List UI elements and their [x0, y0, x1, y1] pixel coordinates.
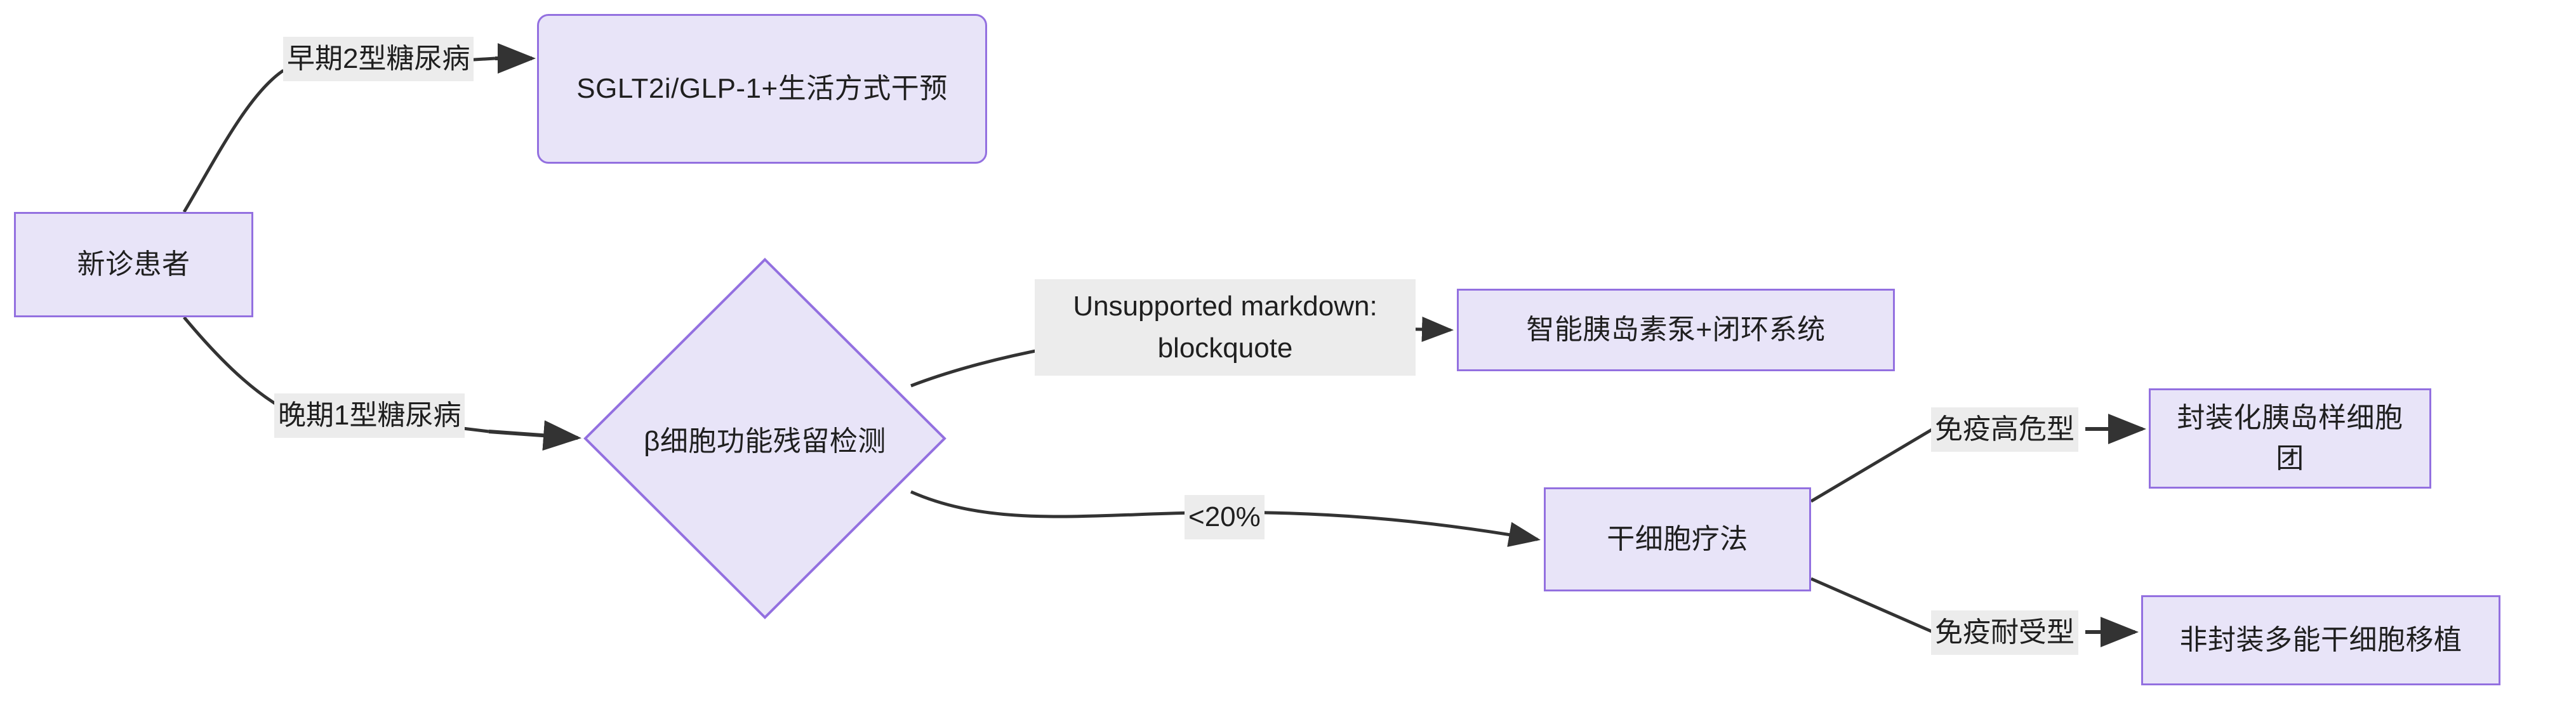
edge-arrow-late-t1d: [488, 420, 581, 451]
edge-path-late-t1d: [183, 316, 489, 433]
node-label: β细胞功能残留检测: [644, 426, 886, 457]
edge-label-line-1: Unsupported markdown:: [1042, 286, 1408, 327]
node-stem-cell-therapy[interactable]: 干细胞疗法: [1544, 487, 1811, 591]
node-beta-cell-test[interactable]: β细胞功能残留检测: [583, 257, 947, 620]
edge-label-immune-tolerant: 免疫耐受型: [1931, 610, 2078, 655]
edge-label-under-20pct: <20%: [1185, 495, 1265, 539]
node-new-patient[interactable]: 新诊患者: [14, 212, 253, 317]
node-label: 新诊患者: [77, 249, 190, 280]
node-label: 智能胰岛素泵+闭环系统: [1526, 314, 1826, 346]
node-label: 封装化胰岛样细胞团: [2177, 402, 2403, 474]
edge-path-early-t2d: [182, 56, 496, 213]
node-smart-insulin-pump[interactable]: 智能胰岛素泵+闭环系统: [1457, 289, 1895, 371]
node-label: 非封装多能干细胞移植: [2179, 624, 2462, 656]
diamond-shape: [583, 258, 946, 619]
edge-path-immune-tolerant: [1810, 577, 1934, 634]
edge-label-early-t2d: 早期2型糖尿病: [283, 37, 474, 81]
node-non-encapsulated-transplant[interactable]: 非封装多能干细胞移植: [2141, 595, 2500, 685]
edge-label-unsupported-markdown: Unsupported markdown: blockquote: [1035, 279, 1416, 376]
edge-path-immune-high-risk: [1810, 427, 1934, 503]
node-encapsulated-islet[interactable]: 封装化胰岛样细胞团: [2149, 388, 2431, 489]
node-sglt2i-lifestyle[interactable]: SGLT2i/GLP-1+生活方式干预: [537, 14, 987, 164]
edge-label-late-t1d: 晚期1型糖尿病: [274, 393, 465, 438]
node-label: 干细胞疗法: [1607, 524, 1748, 555]
node-label: SGLT2i/GLP-1+生活方式干预: [576, 73, 948, 105]
edge-label-immune-high-risk: 免疫高危型: [1931, 407, 2078, 452]
edge-label-line-2: blockquote: [1042, 327, 1408, 369]
